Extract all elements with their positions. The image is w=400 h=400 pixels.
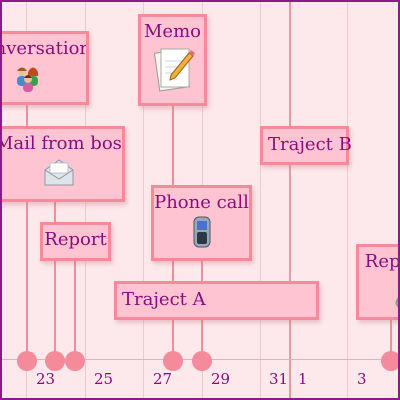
event-marker[interactable] (163, 351, 183, 371)
event-stem (390, 318, 392, 360)
tick-label: 31 (269, 370, 289, 388)
mobile-phone-icon (154, 216, 249, 254)
tick-label: 1 (298, 370, 308, 388)
event-label: Phone call (154, 192, 249, 213)
month-divider (289, 2, 291, 398)
event-report-attachment[interactable]: Report (356, 244, 400, 320)
event-stem (54, 200, 56, 360)
event-marker[interactable] (381, 351, 398, 371)
gridline (260, 2, 261, 398)
event-marker[interactable] (192, 351, 212, 371)
event-label: Report (44, 229, 107, 250)
envelope-icon (2, 157, 122, 193)
event-stem (26, 102, 28, 360)
tick-label: 23 (36, 370, 56, 388)
people-icon (2, 62, 86, 98)
event-marker[interactable] (65, 351, 85, 371)
event-report[interactable]: Report (40, 222, 111, 261)
span-traject-b[interactable]: Traject B (260, 126, 352, 165)
tick-label: 29 (211, 370, 231, 388)
gridline (347, 2, 348, 398)
paperclip-icon (377, 275, 398, 313)
span-label: Traject B (268, 134, 352, 155)
tick-label: 27 (153, 370, 173, 388)
span-traject-a[interactable]: Traject A (114, 281, 319, 320)
event-label: Conversation (2, 38, 89, 59)
tick-label: 3 (357, 370, 367, 388)
event-label: Mail from boss (0, 133, 125, 154)
event-mail-from-boss[interactable]: Mail from boss (0, 126, 125, 202)
event-label: Memo (144, 21, 201, 42)
event-marker[interactable] (45, 351, 65, 371)
event-label: Report (364, 251, 400, 272)
gridline (143, 2, 144, 398)
event-conversation[interactable]: Conversation (2, 31, 89, 105)
event-marker[interactable] (17, 351, 37, 371)
tick-label: 25 (94, 370, 114, 388)
span-label: Traject A (122, 289, 206, 310)
event-phone-call[interactable]: Phone call (151, 185, 252, 261)
notepad-pencil-icon (141, 45, 204, 99)
event-memo[interactable]: Memo (138, 14, 207, 106)
event-stem (74, 258, 76, 360)
